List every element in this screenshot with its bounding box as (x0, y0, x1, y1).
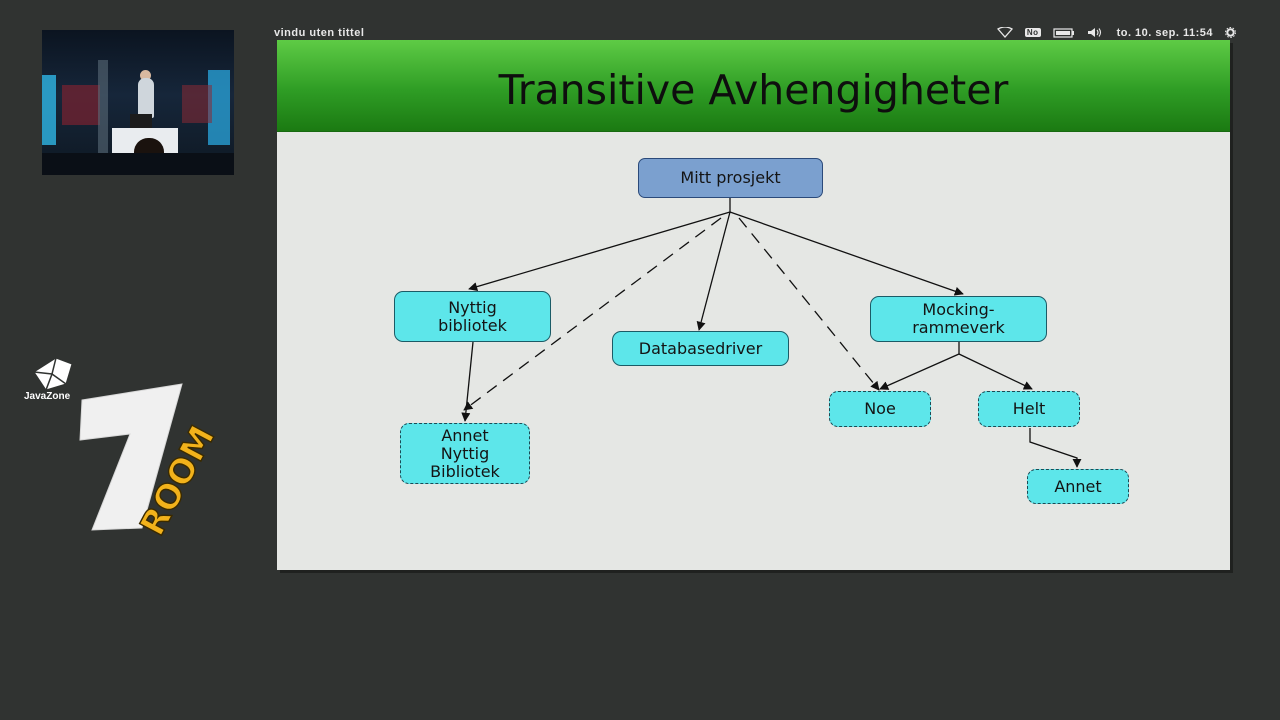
javazone-logo-icon (33, 357, 73, 391)
node-annet: Annet (1027, 469, 1129, 504)
edge-root-database (696, 211, 731, 331)
speaker (138, 78, 154, 118)
node-nyttig-bibliotek: Nyttig bibliotek (394, 291, 551, 342)
wifi-icon[interactable] (996, 27, 1013, 38)
node-mitt-prosjekt: Mitt prosjekt (638, 158, 823, 198)
node-helt: Helt (978, 391, 1080, 427)
gear-icon[interactable] (1225, 27, 1236, 38)
stage-light (42, 75, 56, 145)
keyboard-layout-indicator[interactable]: No (1024, 28, 1041, 37)
desktop-top-bar: vindu uten tittel No to. 10. sep. 11:54 (274, 26, 1236, 39)
edge-root-mocking (729, 211, 964, 296)
stage-light (208, 70, 230, 145)
dependency-diagram (461, 198, 1082, 468)
clock[interactable]: to. 10. sep. 11:54 (1116, 26, 1213, 39)
presentation-slide: Transitive Avhengigheter Mitt prosjekt N… (277, 40, 1230, 570)
room-seven-logo: 7 ROOM (79, 383, 224, 543)
laptop (130, 114, 152, 128)
edge-root-annet-nyttig-transitive (463, 217, 722, 411)
system-tray: No to. 10. sep. 11:54 (996, 26, 1236, 39)
javazone-wordmark: JavaZone (24, 391, 71, 402)
edge-nyttig-annet-nyttig (461, 341, 474, 422)
volume-icon[interactable] (1087, 27, 1105, 38)
stage-screen (62, 85, 100, 125)
edge-root-noe-transitive (738, 217, 880, 391)
stage-pillar (98, 60, 108, 175)
battery-icon[interactable] (1052, 27, 1075, 38)
node-noe: Noe (829, 391, 931, 427)
stage-screen (182, 85, 212, 123)
speaker-head (140, 70, 151, 81)
slide-title: Transitive Avhengigheter (498, 66, 1009, 114)
speaker-video-thumbnail (42, 30, 234, 175)
edge-mocking-helt (958, 353, 1033, 390)
stage-floor (42, 153, 234, 175)
node-databasedriver: Databasedriver (612, 331, 789, 366)
slide-header (277, 40, 1230, 132)
edge-helt-annet (1029, 428, 1082, 468)
node-annet-nyttig-bibliotek: Annet Nyttig Bibliotek (400, 423, 530, 484)
edge-mocking-noe (879, 353, 960, 390)
window-title: vindu uten tittel (274, 26, 365, 39)
edge-root-nyttig (468, 211, 731, 292)
node-mocking-rammeverk: Mocking- rammeverk (870, 296, 1047, 342)
